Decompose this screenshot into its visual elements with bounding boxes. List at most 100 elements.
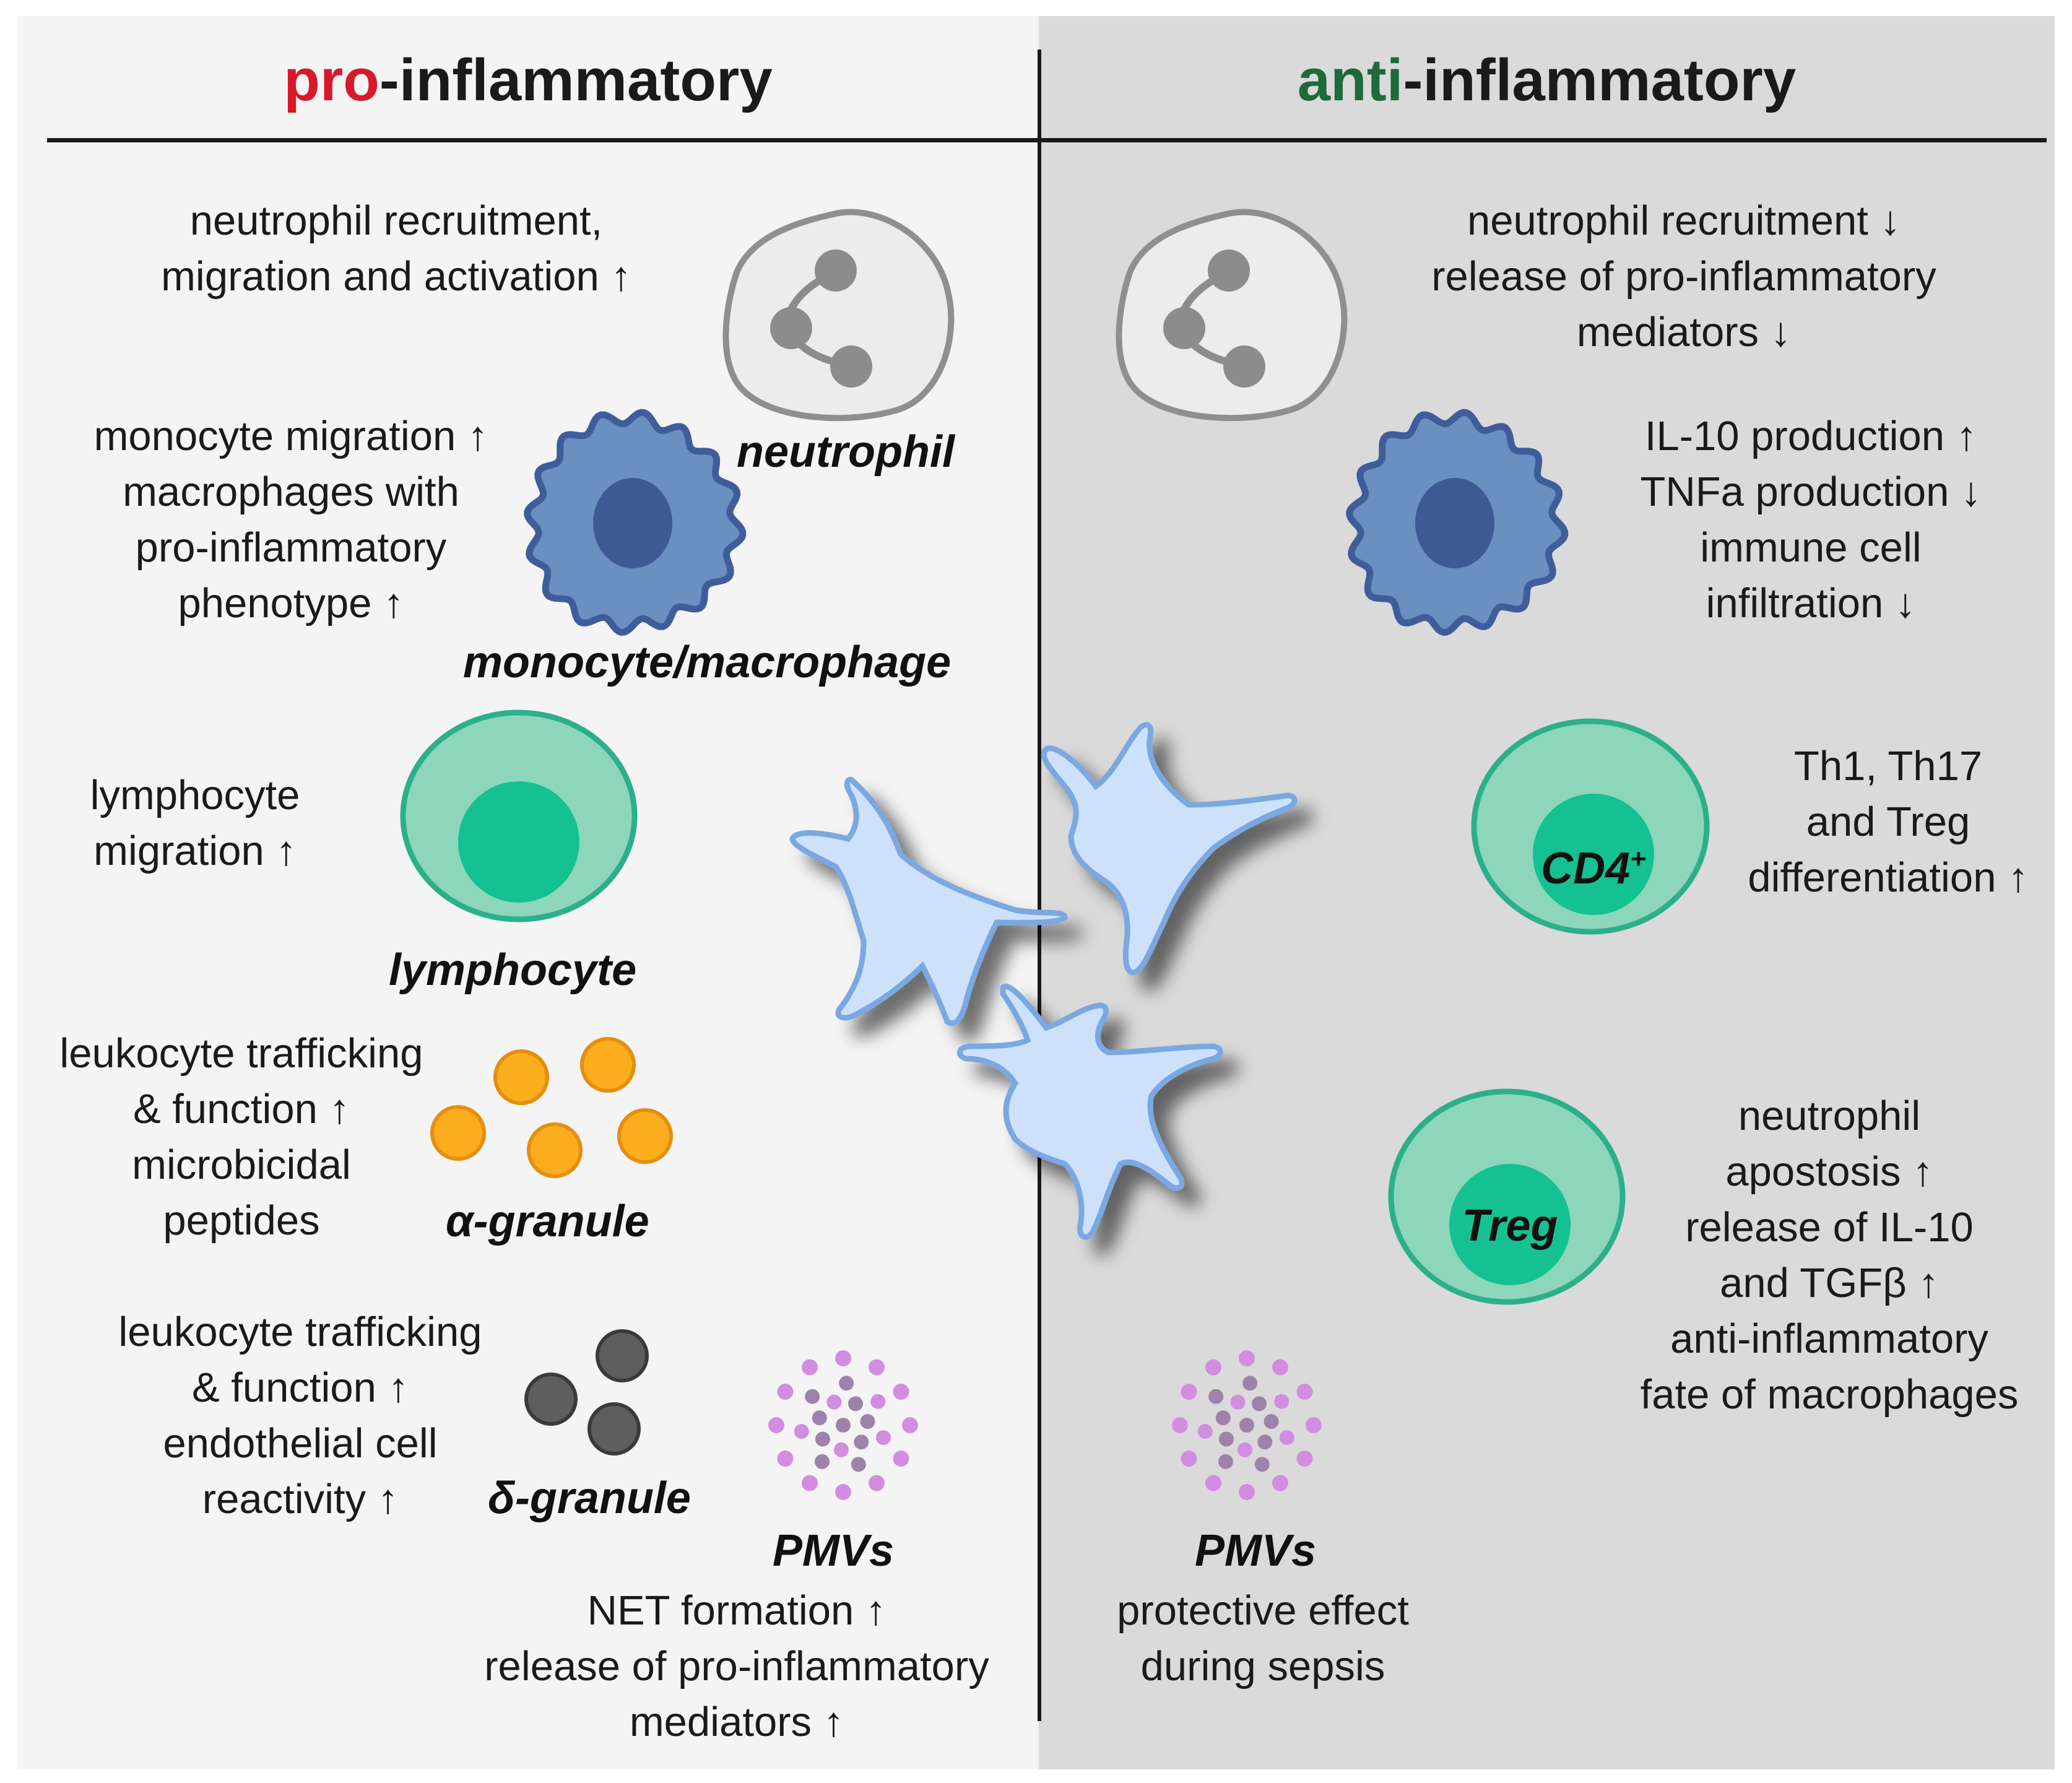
lymphocyte-label: lymphocyte bbox=[389, 945, 637, 995]
effect-line: differentiation ↑ bbox=[1748, 854, 2029, 901]
center-divider bbox=[1038, 50, 1041, 1721]
effect-line: NET formation ↑ bbox=[587, 1587, 886, 1634]
pro-prefix: pro bbox=[284, 47, 379, 113]
cd4-anti-effects: Th1, Th17 and Treg differentiation ↑ bbox=[1721, 739, 2055, 906]
effect-line: release of pro-inflammatory bbox=[1431, 253, 1936, 300]
pmv-dot bbox=[1237, 1442, 1252, 1457]
cd4-label-main: CD4 bbox=[1541, 844, 1631, 893]
effect-line: protective effect bbox=[1117, 1587, 1409, 1634]
effect-line: immune cell bbox=[1700, 524, 1922, 571]
neutrophil-pro-effects: neutrophil recruitment, migration and ac… bbox=[124, 193, 669, 305]
effect-line: IL-10 production ↑ bbox=[1644, 413, 1977, 459]
effect-line: pro-inflammatory bbox=[135, 524, 447, 571]
alpha-granule-label: α-granule bbox=[446, 1197, 649, 1246]
effect-line: fate of macrophages bbox=[1640, 1371, 2019, 1418]
pmv-dot bbox=[893, 1384, 909, 1400]
pmv-dot bbox=[1230, 1394, 1246, 1410]
pmv-dot bbox=[826, 1394, 842, 1410]
pmv-dot bbox=[854, 1434, 869, 1450]
neutrophil-anti-effects: neutrophil recruitment ↓ release of pro-… bbox=[1387, 193, 1981, 360]
pmv-dot bbox=[1272, 1475, 1288, 1491]
effect-line: and Treg bbox=[1806, 799, 1970, 845]
effect-line: migration ↑ bbox=[93, 828, 297, 874]
effect-line: and TGFβ ↑ bbox=[1720, 1260, 1939, 1306]
anti-suffix: -inflammatory bbox=[1403, 47, 1797, 113]
pmv-dot bbox=[1218, 1431, 1234, 1447]
pmv-dot bbox=[835, 1484, 851, 1500]
lymphocyte-pro-effects: lymphocyte migration ↑ bbox=[62, 768, 328, 879]
effect-line: TNFa production ↓ bbox=[1640, 469, 1982, 515]
header-divider bbox=[47, 138, 2047, 142]
pmv-dot bbox=[1208, 1389, 1224, 1404]
pmv-dot bbox=[1197, 1424, 1213, 1439]
pmv-dot bbox=[1215, 1410, 1231, 1426]
pmv-dot bbox=[902, 1417, 918, 1433]
neutrophil-label: neutrophil bbox=[737, 427, 955, 477]
alpha-granule-icon bbox=[430, 1037, 673, 1178]
pmv-dot bbox=[768, 1417, 784, 1433]
pmv-dot bbox=[1254, 1457, 1270, 1472]
pmv-dot bbox=[870, 1394, 886, 1409]
effect-line: neutrophil recruitment ↓ bbox=[1467, 197, 1901, 244]
pmv-dot bbox=[1239, 1484, 1255, 1500]
effect-line: & function ↑ bbox=[191, 1364, 409, 1411]
pmv-dot bbox=[1218, 1454, 1233, 1469]
effect-line: infiltration ↓ bbox=[1706, 580, 1916, 627]
alpha-granule-effects: leukocyte trafficking & function ↑ micro… bbox=[25, 1026, 458, 1249]
macrophage-icon-left bbox=[524, 409, 747, 636]
pmv-dot bbox=[1264, 1414, 1279, 1429]
anti-prefix: anti bbox=[1297, 47, 1403, 113]
cd4-cell-icon bbox=[1471, 718, 1710, 935]
effect-line: neutrophil recruitment, bbox=[189, 197, 603, 244]
pmv-dot bbox=[1306, 1417, 1322, 1433]
cd4-label: CD4+ bbox=[1538, 831, 1649, 896]
pmv-dot bbox=[1296, 1451, 1313, 1467]
pmv-dot bbox=[893, 1451, 909, 1467]
treg-anti-effects: neutrophil apostosis ↑ release of IL-10 … bbox=[1606, 1088, 2052, 1423]
pmvs-anti-effects: protective effect during sepsis bbox=[1077, 1583, 1449, 1694]
effect-line: reactivity ↑ bbox=[202, 1476, 399, 1522]
pmv-dot bbox=[1239, 1350, 1255, 1366]
pmv-dot bbox=[805, 1389, 820, 1404]
effect-line: release of IL-10 bbox=[1685, 1204, 1974, 1251]
pmv-dot bbox=[851, 1457, 866, 1472]
pmv-dot bbox=[833, 1442, 849, 1457]
pmv-dot bbox=[860, 1414, 875, 1429]
pmv-dot bbox=[1274, 1394, 1290, 1409]
effect-line: during sepsis bbox=[1140, 1643, 1385, 1690]
effect-line: monocyte migration ↑ bbox=[93, 413, 488, 459]
effect-line: lymphocyte bbox=[90, 772, 300, 818]
effect-line: & function ↑ bbox=[132, 1086, 350, 1132]
effect-line: phenotype ↑ bbox=[178, 580, 404, 627]
monocyte-macrophage-label: monocyte/macrophage bbox=[463, 638, 951, 687]
neutrophil-icon-right bbox=[1116, 209, 1348, 422]
pmv-dot bbox=[1205, 1475, 1221, 1491]
pmv-dot bbox=[1239, 1418, 1254, 1433]
effect-line: leukocyte trafficking bbox=[59, 1030, 423, 1077]
pmv-dot bbox=[1242, 1376, 1258, 1391]
effect-line: leukocyte trafficking bbox=[118, 1309, 482, 1355]
effect-line: neutrophil bbox=[1738, 1093, 1921, 1139]
pmv-dot bbox=[1257, 1434, 1273, 1450]
pmv-dot bbox=[802, 1359, 818, 1376]
effect-line: peptides bbox=[163, 1197, 320, 1244]
effect-line: endothelial cell bbox=[163, 1420, 438, 1467]
pmv-dot bbox=[1272, 1359, 1288, 1376]
effect-line: anti-inflammatory bbox=[1670, 1316, 1988, 1362]
platelet-icons bbox=[789, 722, 1298, 1240]
pmv-dot bbox=[836, 1418, 851, 1433]
pmv-dot bbox=[777, 1384, 794, 1400]
platelet-icon-3 bbox=[957, 983, 1223, 1240]
pmv-dot bbox=[1181, 1451, 1197, 1467]
pmvs-label-right: PMVs bbox=[1195, 1526, 1317, 1576]
monocyte-pro-effects: monocyte migration ↑ macrophages with pr… bbox=[50, 409, 532, 631]
pmv-dot bbox=[815, 1431, 830, 1447]
effect-line: mediators ↑ bbox=[629, 1699, 844, 1745]
effect-line: mediators ↓ bbox=[1576, 309, 1792, 355]
delta-granule-icon bbox=[524, 1329, 649, 1455]
pmv-dot bbox=[839, 1376, 854, 1391]
treg-label: Treg bbox=[1462, 1201, 1558, 1251]
effect-line: microbicidal bbox=[132, 1142, 351, 1188]
pmvs-label-left: PMVs bbox=[773, 1526, 895, 1576]
